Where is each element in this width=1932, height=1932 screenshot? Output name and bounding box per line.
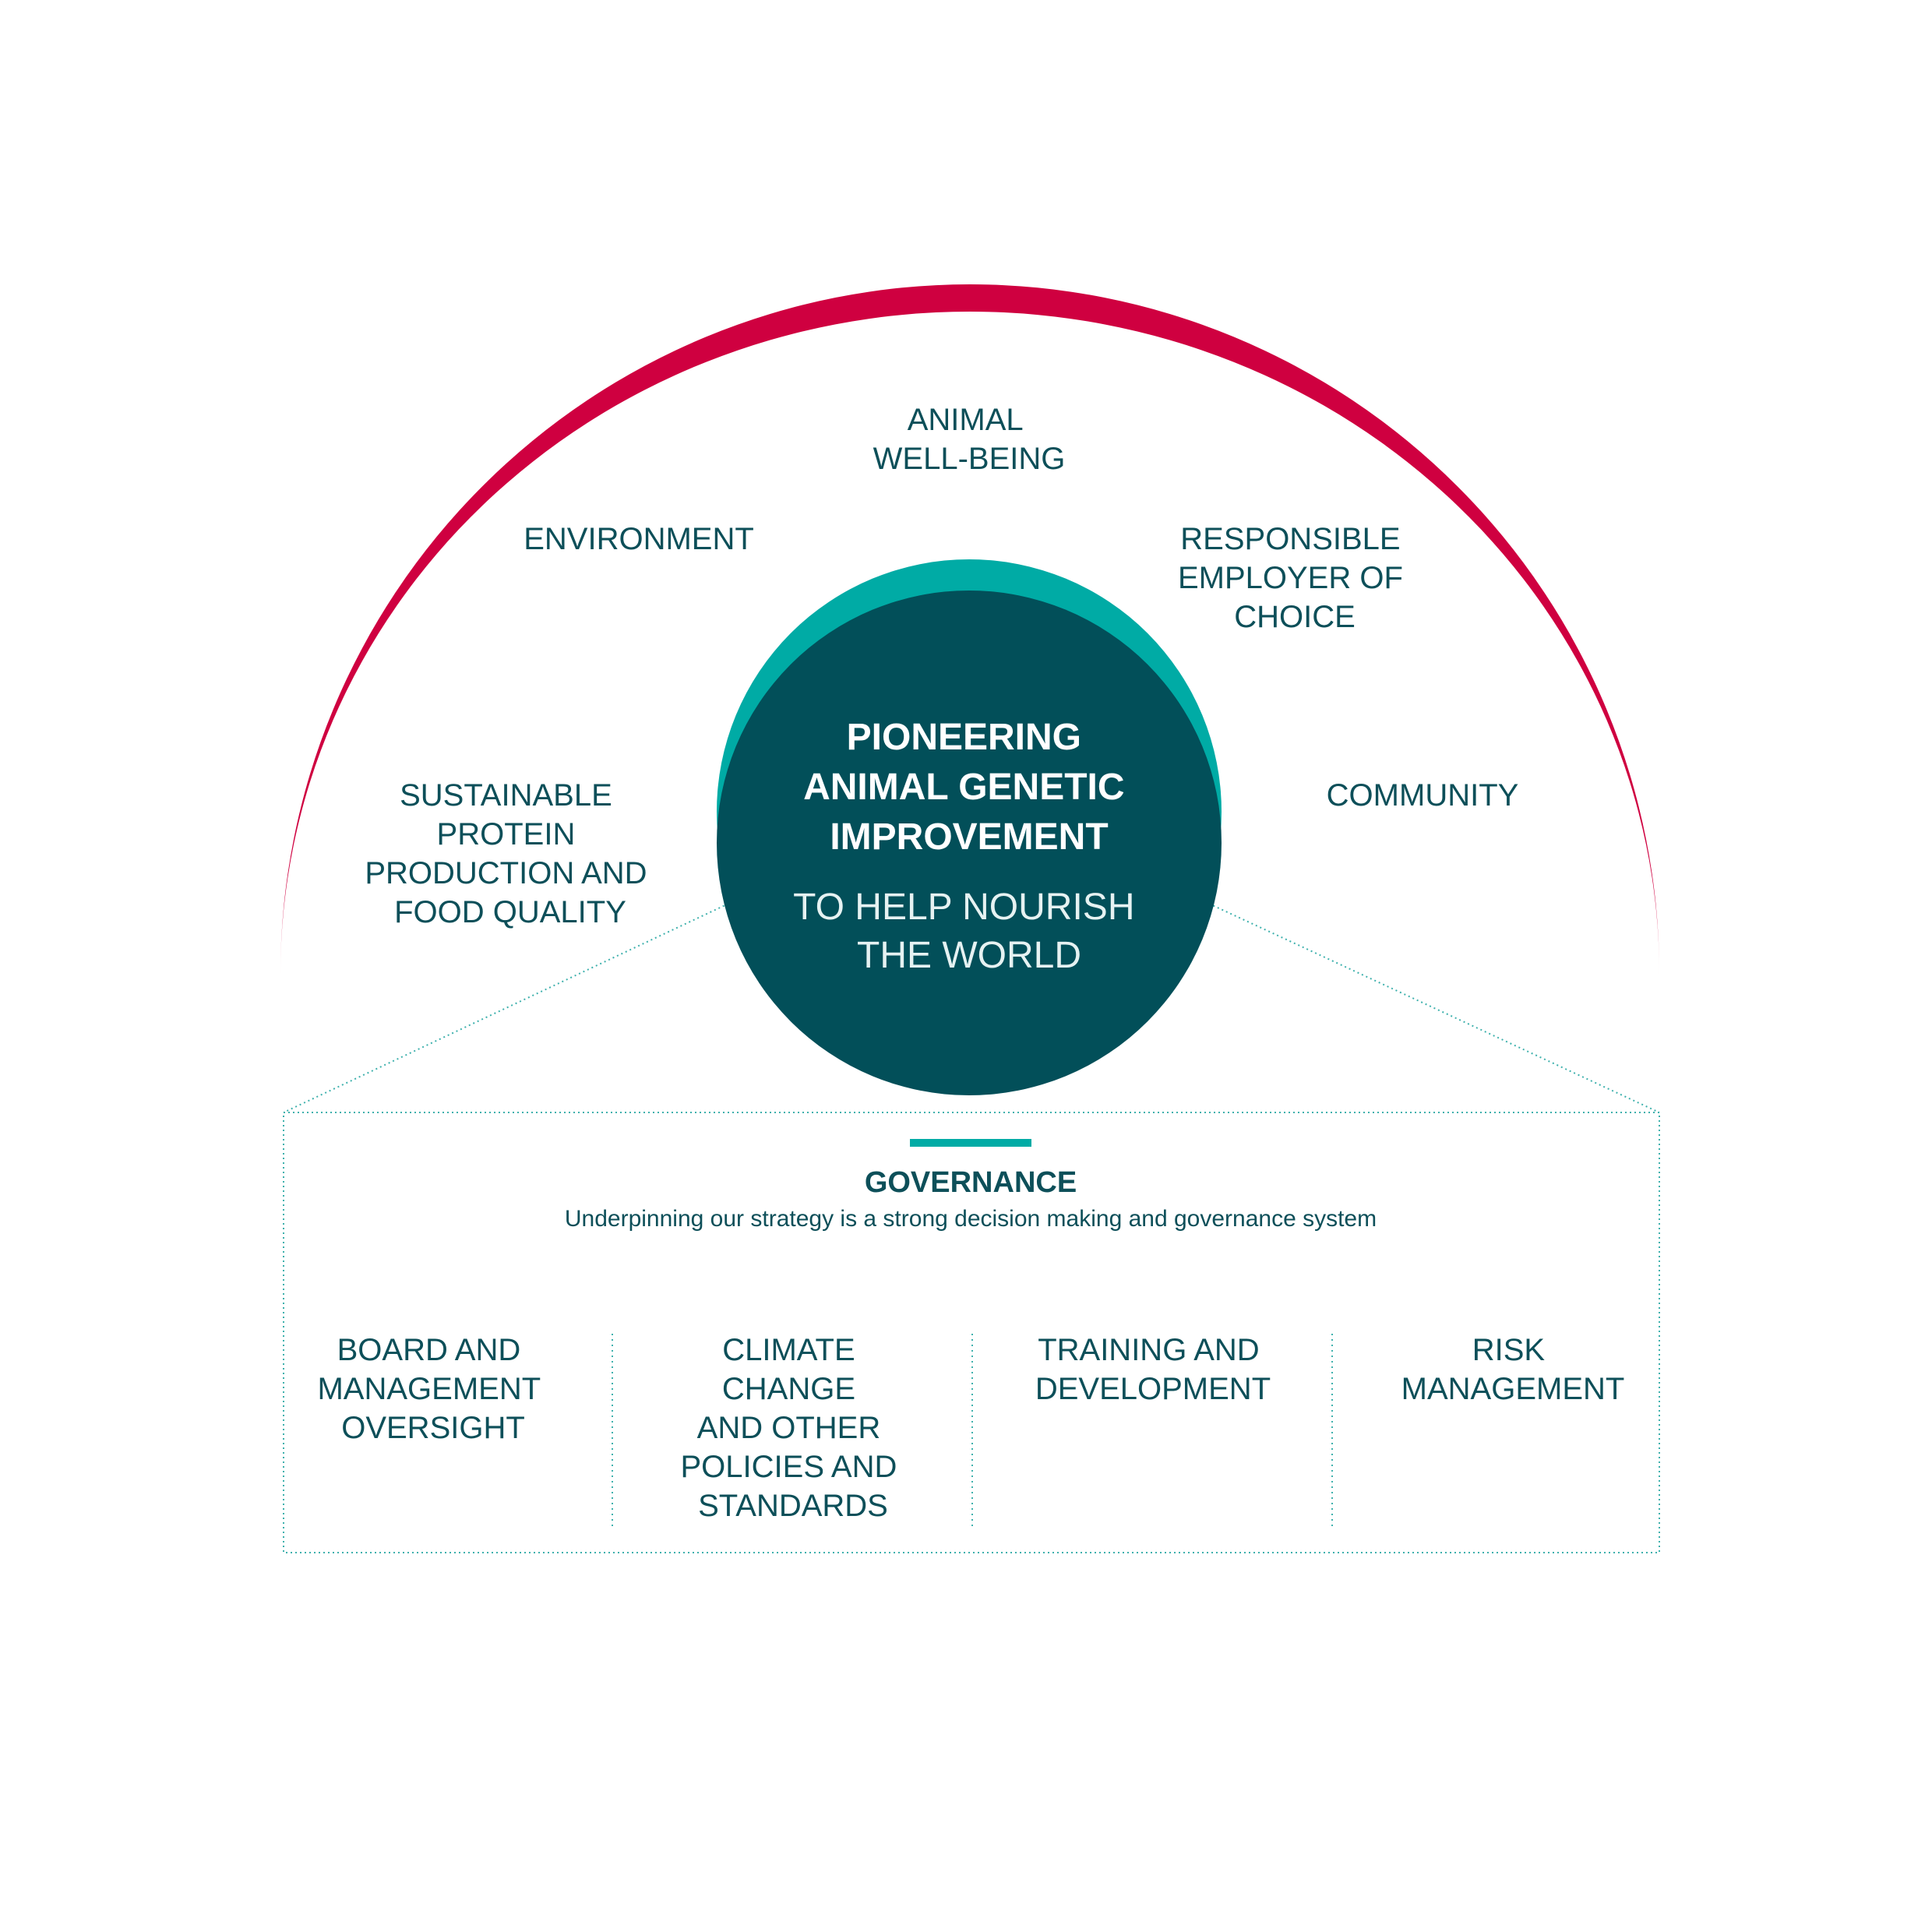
pillar-line: SUSTAINABLE (400, 778, 612, 813)
governance-line: DEVELOPMENT (1035, 1372, 1271, 1406)
governance-line: BOARD AND (337, 1333, 521, 1367)
governance-line: CLIMATE (722, 1333, 855, 1367)
core-title: PIONEERING ANIMAL GENETIC IMPROVEMENT (803, 717, 1135, 858)
core-subtitle-line: TO HELP NOURISH (793, 887, 1134, 928)
core-subtitle: TO HELP NOURISH THE WORLD (793, 887, 1145, 976)
governance-training-development: TRAINING AND DEVELOPMENT (1035, 1333, 1271, 1406)
governance-climate-policies: CLIMATE CHANGE AND OTHER POLICIES AND ST… (681, 1333, 906, 1523)
pillar-line: FOOD QUALITY (394, 895, 626, 929)
core-title-line: IMPROVEMENT (830, 816, 1108, 858)
governance-line: TRAINING AND (1038, 1333, 1259, 1367)
governance-subtitle: Underpinning our strategy is a strong de… (565, 1206, 1377, 1232)
pillar-line: ANIMAL (908, 403, 1023, 437)
pillar-environment: ENVIRONMENT (524, 522, 754, 556)
pillar-line: CHOICE (1234, 600, 1356, 634)
pillar-line: RESPONSIBLE (1180, 522, 1400, 556)
core-circle (717, 591, 1222, 1095)
governance-line: POLICIES AND (681, 1450, 897, 1484)
pillar-line: EMPLOYER OF (1178, 561, 1403, 595)
governance-risk-management: RISK MANAGEMENT (1401, 1333, 1625, 1406)
core-title-line: ANIMAL GENETIC (803, 767, 1124, 808)
pillar-responsible-employer: RESPONSIBLE EMPLOYER OF CHOICE (1178, 522, 1412, 634)
governance-line: RISK (1472, 1333, 1546, 1367)
governance-line: STANDARDS (698, 1489, 888, 1523)
pillar-line: WELL-BEING (873, 442, 1066, 476)
connector-line-left (283, 903, 729, 1113)
core-title-line: PIONEERING (847, 717, 1081, 758)
pillar-community: COMMUNITY (1327, 778, 1519, 813)
connector-line-right (1208, 903, 1660, 1113)
governance-line: MANAGEMENT (1401, 1372, 1625, 1406)
governance-accent-bar (910, 1139, 1031, 1147)
pillar-line: ENVIRONMENT (524, 522, 754, 556)
governance-title: GOVERNANCE (865, 1166, 1077, 1199)
pillar-line: PRODUCTION AND (365, 856, 647, 890)
pillar-line: PROTEIN (437, 817, 576, 851)
governance-line: OVERSIGHT (341, 1411, 525, 1445)
governance-line: AND OTHER (697, 1411, 881, 1445)
governance-board-oversight: BOARD AND MANAGEMENT OVERSIGHT (317, 1333, 548, 1445)
governance-line: MANAGEMENT (317, 1372, 540, 1406)
pillar-line: COMMUNITY (1327, 778, 1519, 813)
governance-line: CHANGE (722, 1372, 855, 1406)
governance-box (283, 1112, 1660, 1553)
core-subtitle-line: THE WORLD (857, 935, 1081, 976)
pillar-animal-wellbeing: ANIMAL WELL-BEING (873, 403, 1066, 476)
pillar-sustainable-protein: SUSTAINABLE PROTEIN PRODUCTION AND FOOD … (365, 778, 655, 929)
